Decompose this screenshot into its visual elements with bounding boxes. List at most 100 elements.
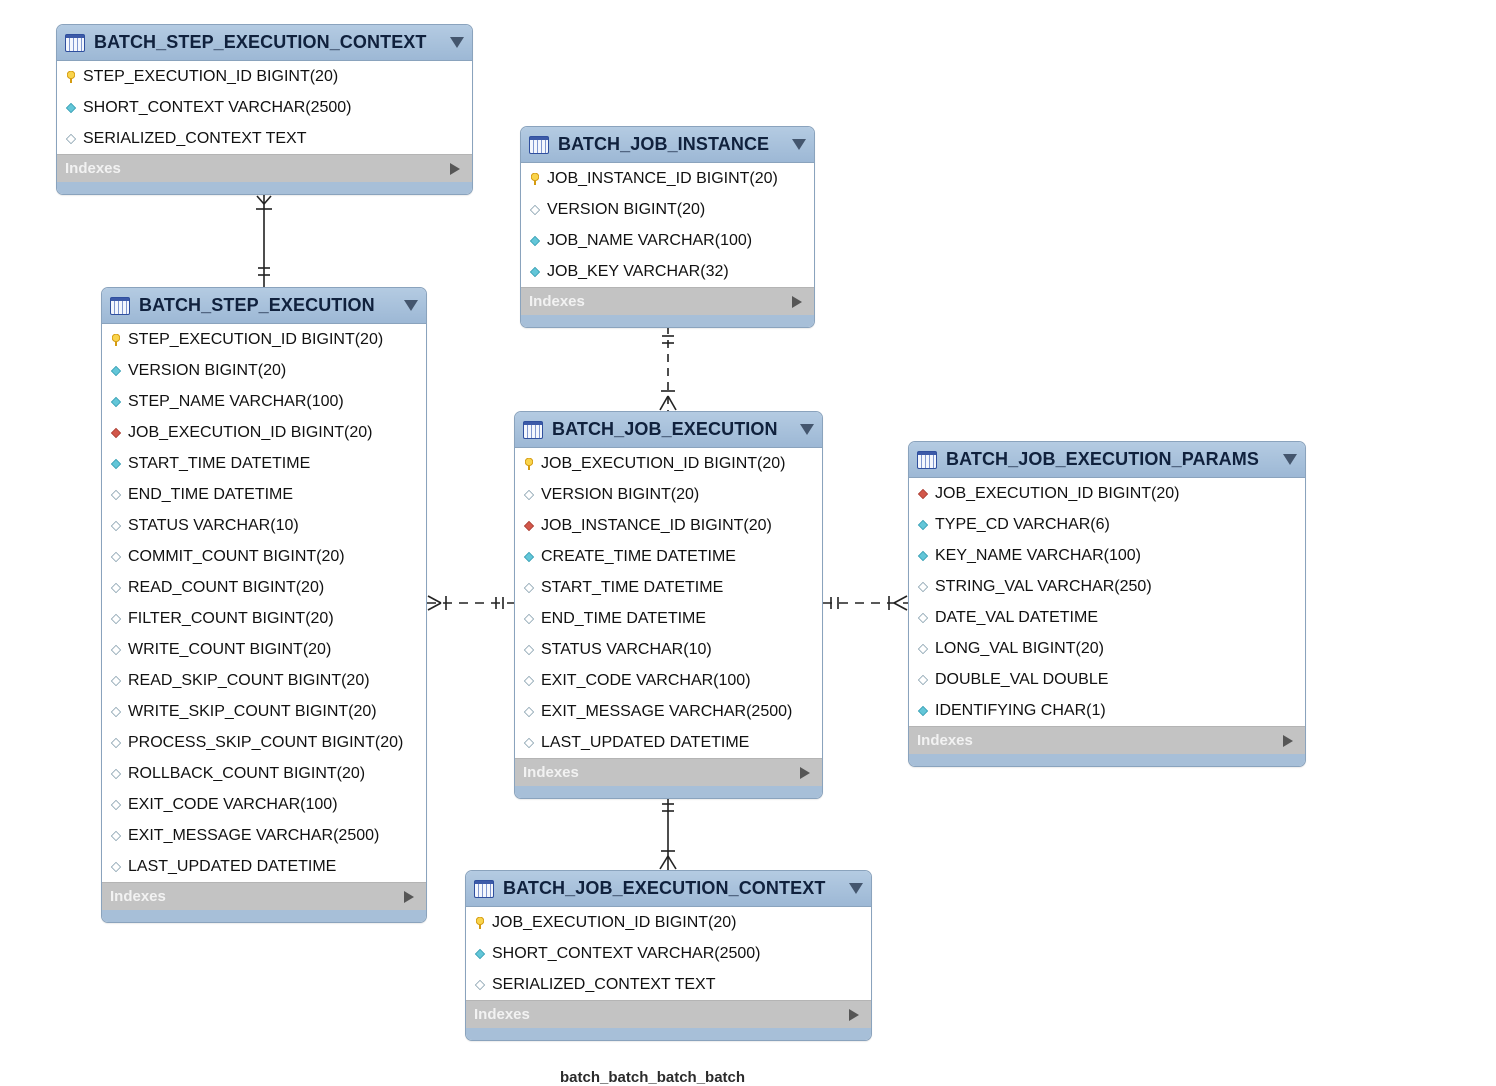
column-label: STATUS VARCHAR(10) <box>541 640 712 658</box>
column-row[interactable]: SHORT_CONTEXT VARCHAR(2500) <box>466 938 871 969</box>
table-header[interactable]: BATCH_JOB_EXECUTION <box>515 412 822 448</box>
column-row[interactable]: SHORT_CONTEXT VARCHAR(2500) <box>57 92 472 123</box>
column-label: STRING_VAL VARCHAR(250) <box>935 577 1152 595</box>
column-row[interactable]: EXIT_MESSAGE VARCHAR(2500) <box>102 820 426 851</box>
indexes-bar[interactable]: Indexes <box>515 758 822 786</box>
column-row[interactable]: VERSION BIGINT(20) <box>515 479 822 510</box>
column-label: LAST_UPDATED DATETIME <box>541 733 750 751</box>
table-header[interactable]: BATCH_JOB_INSTANCE <box>521 127 814 163</box>
indexes-bar[interactable]: Indexes <box>466 1000 871 1028</box>
nullable-column-icon <box>529 204 541 215</box>
collapse-triangle-icon[interactable] <box>849 883 863 894</box>
table-batch-job-execution[interactable]: BATCH_JOB_EXECUTION JOB_EXECUTION_ID BIG… <box>514 411 823 799</box>
table-batch-job-instance[interactable]: BATCH_JOB_INSTANCE JOB_INSTANCE_ID BIGIN… <box>520 126 815 328</box>
column-label: CREATE_TIME DATETIME <box>541 547 736 565</box>
column-label: VERSION BIGINT(20) <box>547 200 706 218</box>
column-row[interactable]: CREATE_TIME DATETIME <box>515 541 822 572</box>
column-row[interactable]: END_TIME DATETIME <box>102 479 426 510</box>
column-row[interactable]: SERIALIZED_CONTEXT TEXT <box>57 123 472 154</box>
collapse-triangle-icon[interactable] <box>404 300 418 311</box>
column-row[interactable]: JOB_EXECUTION_ID BIGINT(20) <box>515 448 822 479</box>
indexes-label: Indexes <box>65 160 121 177</box>
column-row[interactable]: STATUS VARCHAR(10) <box>102 510 426 541</box>
column-row[interactable]: VERSION BIGINT(20) <box>102 355 426 386</box>
column-row[interactable]: SERIALIZED_CONTEXT TEXT <box>466 969 871 1000</box>
column-row[interactable]: EXIT_CODE VARCHAR(100) <box>102 789 426 820</box>
nullable-column-icon <box>110 675 122 686</box>
table-header[interactable]: BATCH_STEP_EXECUTION_CONTEXT <box>57 25 472 61</box>
indexes-bar[interactable]: Indexes <box>521 287 814 315</box>
column-row[interactable]: EXIT_CODE VARCHAR(100) <box>515 665 822 696</box>
column-row[interactable]: IDENTIFYING CHAR(1) <box>909 695 1305 726</box>
column-row[interactable]: START_TIME DATETIME <box>515 572 822 603</box>
column-row[interactable]: JOB_INSTANCE_ID BIGINT(20) <box>521 163 814 194</box>
table-footer <box>466 1028 871 1040</box>
table-batch-step-execution[interactable]: BATCH_STEP_EXECUTION STEP_EXECUTION_ID B… <box>101 287 427 923</box>
column-row[interactable]: DATE_VAL DATETIME <box>909 602 1305 633</box>
column-row[interactable]: LAST_UPDATED DATETIME <box>102 851 426 882</box>
table-batch-job-execution-context[interactable]: BATCH_JOB_EXECUTION_CONTEXT JOB_EXECUTIO… <box>465 870 872 1041</box>
column-row[interactable]: FILTER_COUNT BIGINT(20) <box>102 603 426 634</box>
table-icon <box>110 296 130 315</box>
column-row[interactable]: JOB_EXECUTION_ID BIGINT(20) <box>909 478 1305 509</box>
column-row[interactable]: STEP_EXECUTION_ID BIGINT(20) <box>57 61 472 92</box>
column-row[interactable]: READ_SKIP_COUNT BIGINT(20) <box>102 665 426 696</box>
column-row[interactable]: STEP_NAME VARCHAR(100) <box>102 386 426 417</box>
column-label: JOB_EXECUTION_ID BIGINT(20) <box>935 484 1180 502</box>
column-label: COMMIT_COUNT BIGINT(20) <box>128 547 345 565</box>
column-row[interactable]: STATUS VARCHAR(10) <box>515 634 822 665</box>
table-batch-job-execution-params[interactable]: BATCH_JOB_EXECUTION_PARAMS JOB_EXECUTION… <box>908 441 1306 767</box>
table-icon <box>523 420 543 439</box>
column-row[interactable]: KEY_NAME VARCHAR(100) <box>909 540 1305 571</box>
column-row[interactable]: JOB_EXECUTION_ID BIGINT(20) <box>102 417 426 448</box>
column-row[interactable]: ROLLBACK_COUNT BIGINT(20) <box>102 758 426 789</box>
collapse-triangle-icon[interactable] <box>450 37 464 48</box>
table-header[interactable]: BATCH_JOB_EXECUTION_CONTEXT <box>466 871 871 907</box>
indexes-bar[interactable]: Indexes <box>57 154 472 182</box>
column-row[interactable]: STEP_EXECUTION_ID BIGINT(20) <box>102 324 426 355</box>
column-row[interactable]: READ_COUNT BIGINT(20) <box>102 572 426 603</box>
column-row[interactable]: END_TIME DATETIME <box>515 603 822 634</box>
column-row[interactable]: LONG_VAL BIGINT(20) <box>909 633 1305 664</box>
column-row[interactable]: JOB_KEY VARCHAR(32) <box>521 256 814 287</box>
collapse-triangle-icon[interactable] <box>792 139 806 150</box>
column-label: JOB_EXECUTION_ID BIGINT(20) <box>492 913 737 931</box>
table-name: BATCH_STEP_EXECUTION <box>139 295 375 315</box>
expand-arrow-icon[interactable] <box>792 295 802 308</box>
expand-arrow-icon[interactable] <box>800 766 810 779</box>
column-row[interactable]: STRING_VAL VARCHAR(250) <box>909 571 1305 602</box>
nullable-column-icon <box>110 737 122 748</box>
column-row[interactable]: VERSION BIGINT(20) <box>521 194 814 225</box>
table-header[interactable]: BATCH_STEP_EXECUTION <box>102 288 426 324</box>
column-label: STEP_EXECUTION_ID BIGINT(20) <box>128 330 384 348</box>
indexes-bar[interactable]: Indexes <box>909 726 1305 754</box>
column-row[interactable]: PROCESS_SKIP_COUNT BIGINT(20) <box>102 727 426 758</box>
column-row[interactable]: COMMIT_COUNT BIGINT(20) <box>102 541 426 572</box>
collapse-triangle-icon[interactable] <box>1283 454 1297 465</box>
column-list: STEP_EXECUTION_ID BIGINT(20)SHORT_CONTEX… <box>57 61 472 154</box>
column-label: DATE_VAL DATETIME <box>935 608 1098 626</box>
column-row[interactable]: JOB_NAME VARCHAR(100) <box>521 225 814 256</box>
column-row[interactable]: TYPE_CD VARCHAR(6) <box>909 509 1305 540</box>
expand-arrow-icon[interactable] <box>404 890 414 903</box>
column-row[interactable]: LAST_UPDATED DATETIME <box>515 727 822 758</box>
indexes-bar[interactable]: Indexes <box>102 882 426 910</box>
expand-arrow-icon[interactable] <box>1283 734 1293 747</box>
table-name: BATCH_JOB_EXECUTION <box>552 419 778 439</box>
column-label: START_TIME DATETIME <box>541 578 724 596</box>
table-batch-step-execution-context[interactable]: BATCH_STEP_EXECUTION_CONTEXT STEP_EXECUT… <box>56 24 473 195</box>
expand-arrow-icon[interactable] <box>450 162 460 175</box>
expand-arrow-icon[interactable] <box>849 1008 859 1021</box>
not-null-column-icon <box>110 396 122 407</box>
column-row[interactable]: EXIT_MESSAGE VARCHAR(2500) <box>515 696 822 727</box>
collapse-triangle-icon[interactable] <box>800 424 814 435</box>
indexes-label: Indexes <box>523 764 579 781</box>
column-row[interactable]: JOB_INSTANCE_ID BIGINT(20) <box>515 510 822 541</box>
column-row[interactable]: START_TIME DATETIME <box>102 448 426 479</box>
column-row[interactable]: WRITE_COUNT BIGINT(20) <box>102 634 426 665</box>
table-header[interactable]: BATCH_JOB_EXECUTION_PARAMS <box>909 442 1305 478</box>
column-row[interactable]: DOUBLE_VAL DOUBLE <box>909 664 1305 695</box>
column-label: JOB_KEY VARCHAR(32) <box>547 262 729 280</box>
column-row[interactable]: WRITE_SKIP_COUNT BIGINT(20) <box>102 696 426 727</box>
column-row[interactable]: JOB_EXECUTION_ID BIGINT(20) <box>466 907 871 938</box>
